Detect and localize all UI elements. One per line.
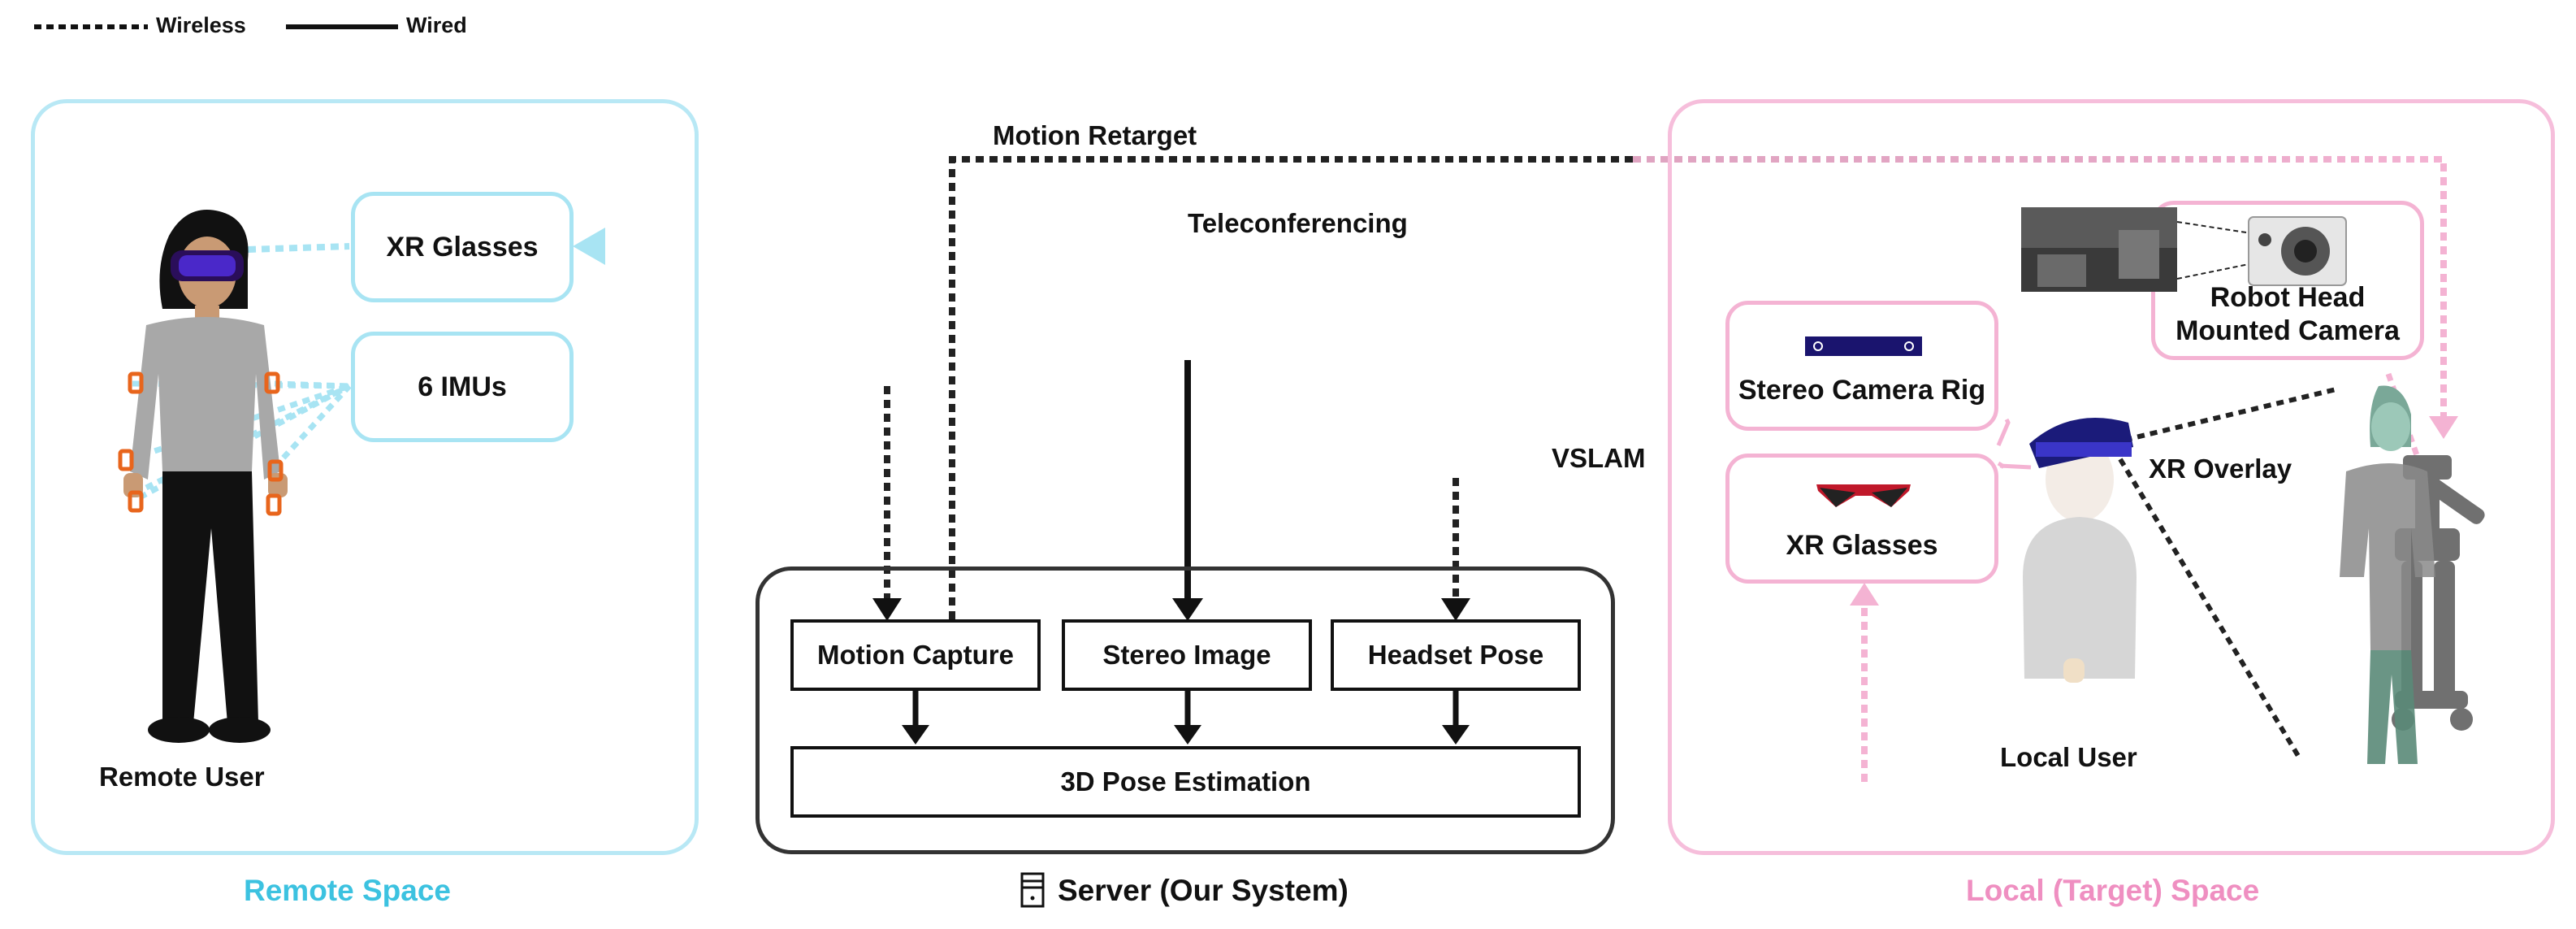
motion-capture-box: Motion Capture bbox=[790, 619, 1041, 691]
remote-space-title: Remote Space bbox=[244, 874, 451, 907]
motion-capture-label: Motion Capture bbox=[817, 640, 1014, 670]
vslam-arrowhead bbox=[1441, 598, 1470, 621]
server-tower-icon bbox=[1020, 872, 1045, 908]
server-title: Server (Our System) bbox=[1058, 874, 1349, 907]
robot-avatar-figure bbox=[2340, 385, 2485, 764]
vslam-label: VSLAM bbox=[1552, 443, 1646, 473]
pose-estimation-box: 3D Pose Estimation bbox=[790, 746, 1581, 818]
remote-xr-glasses-label: XR Glasses bbox=[386, 231, 539, 263]
stereo-arrowhead bbox=[1172, 598, 1203, 621]
local-xr-glasses-box: XR Glasses bbox=[1725, 454, 1998, 584]
robot-camera-label-line1: Robot Head bbox=[2210, 282, 2366, 314]
teleconferencing-arrowhead bbox=[573, 228, 605, 265]
robot-camera-image bbox=[2021, 207, 2347, 292]
xr-overlay-ray-b bbox=[2118, 458, 2303, 762]
remote-space-panel bbox=[31, 99, 699, 855]
local-space-panel bbox=[1668, 99, 2555, 855]
robot-camera-label-line2: Mounted Camera bbox=[2176, 315, 2400, 346]
stereo-rig-label: Stereo Camera Rig bbox=[1738, 374, 1986, 406]
remote-xr-glasses-box: XR Glasses bbox=[351, 192, 574, 302]
legend-wireless-label: Wireless bbox=[156, 13, 246, 37]
local-user-figure bbox=[2023, 417, 2137, 683]
imus-label: 6 IMUs bbox=[418, 371, 507, 402]
teleconferencing-label: Teleconferencing bbox=[1188, 208, 1408, 238]
local-user-label: Local User bbox=[2000, 742, 2137, 772]
remote-user-label: Remote User bbox=[99, 762, 265, 792]
remote-user-figure bbox=[118, 210, 288, 743]
local-xr-glasses-label: XR Glasses bbox=[1786, 529, 1938, 561]
motion-retarget-arrowhead bbox=[2429, 416, 2458, 439]
stereo-image-label: Stereo Image bbox=[1102, 640, 1271, 670]
pose-arrowhead bbox=[1850, 583, 1879, 606]
stereo-image-box: Stereo Image bbox=[1062, 619, 1312, 691]
motion-retarget-label: Motion Retarget bbox=[993, 120, 1197, 150]
stereo-rig-icon bbox=[1805, 336, 1922, 356]
local-space-title: Local (Target) Space bbox=[1966, 874, 2260, 907]
imus-box: 6 IMUs bbox=[351, 332, 574, 442]
xr-overlay-label: XR Overlay bbox=[2149, 454, 2292, 484]
pose-estimation-label: 3D Pose Estimation bbox=[1060, 766, 1311, 797]
motion-retarget-line-a bbox=[949, 156, 1633, 619]
legend-wired-label: Wired bbox=[406, 13, 467, 37]
headset-pose-box: Headset Pose bbox=[1331, 619, 1581, 691]
stereo-rig-box: Stereo Camera Rig bbox=[1725, 301, 1998, 431]
xr-glasses-icon bbox=[1816, 484, 1911, 507]
imu-arrowhead bbox=[872, 598, 902, 621]
server-panel bbox=[755, 567, 1615, 854]
headset-pose-label: Headset Pose bbox=[1367, 640, 1544, 670]
